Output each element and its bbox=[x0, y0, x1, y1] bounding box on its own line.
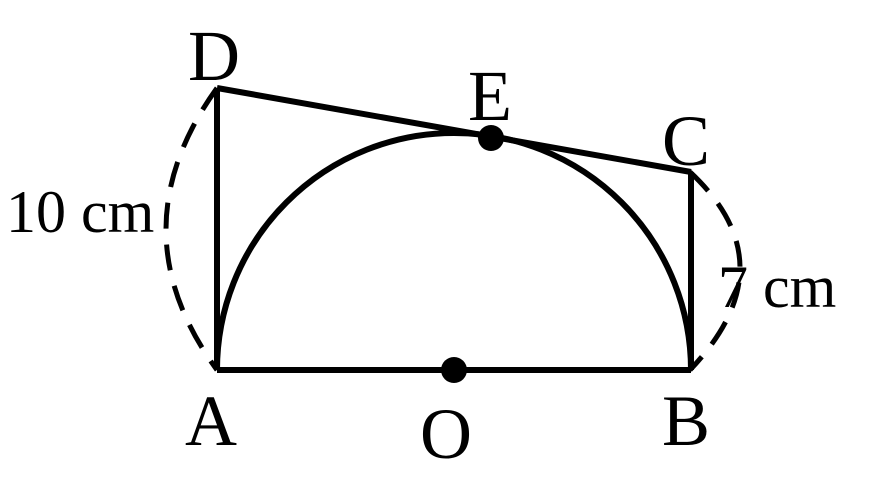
label-d: D bbox=[188, 16, 240, 96]
point-o-dot bbox=[441, 357, 467, 383]
semicircle bbox=[214, 130, 694, 371]
length-ad: 10 cm bbox=[6, 179, 154, 245]
dashed-arc-bc bbox=[688, 170, 743, 372]
label-a: A bbox=[185, 381, 237, 461]
length-bc: 7 cm bbox=[718, 254, 836, 320]
segment-dc bbox=[216, 85, 692, 175]
label-b: B bbox=[662, 381, 710, 461]
label-e: E bbox=[468, 56, 512, 136]
dashed-arc-ad bbox=[163, 86, 220, 372]
label-c: C bbox=[662, 101, 710, 181]
label-o: O bbox=[420, 394, 472, 474]
point-e-dot bbox=[478, 125, 504, 151]
